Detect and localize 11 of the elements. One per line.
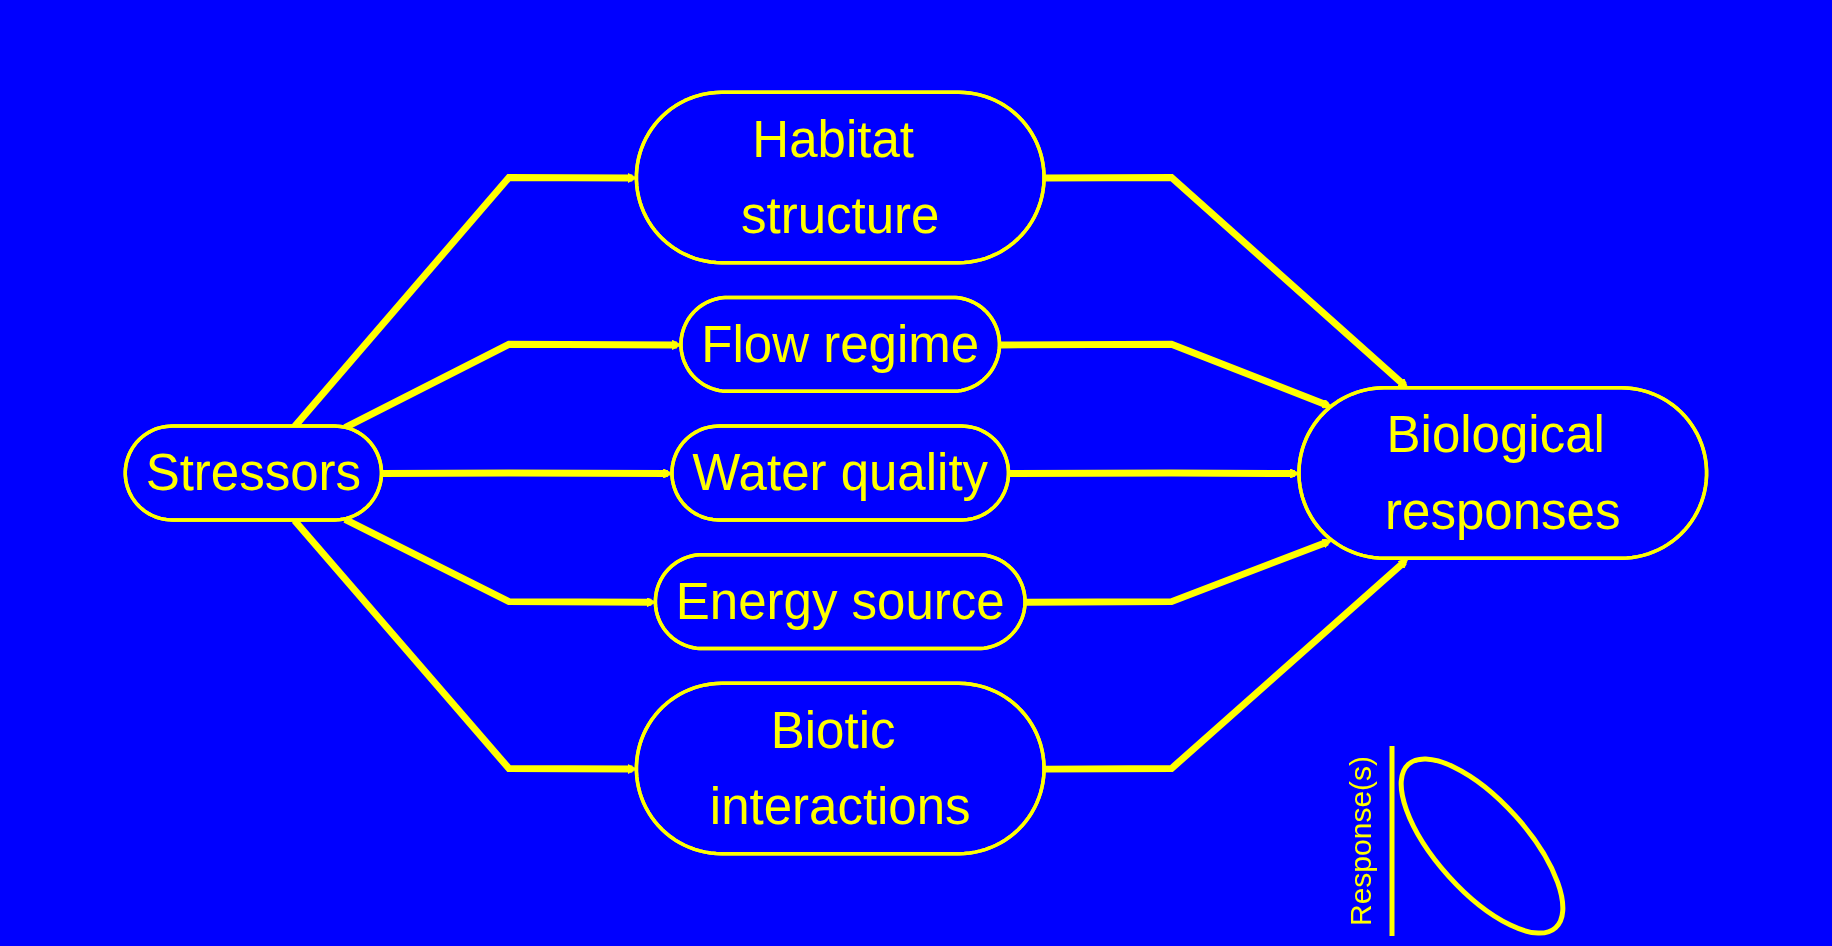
ellipse-node: Biotic interactions xyxy=(634,681,1046,856)
ellipse-node: Stressors xyxy=(123,424,384,522)
arrow xyxy=(1000,340,1333,409)
arrow xyxy=(1044,173,1409,389)
ellipse-node: Water quality xyxy=(670,424,1011,522)
ellipse-node: Biological responses xyxy=(1297,386,1709,560)
ellipse-node: Flow regime xyxy=(679,295,1002,394)
axis-label: Response(s) xyxy=(1344,755,1378,926)
ellipse-node: Habitat structure xyxy=(634,90,1046,265)
arrow xyxy=(1025,538,1333,606)
ellipse-node: Energy source xyxy=(653,552,1027,651)
